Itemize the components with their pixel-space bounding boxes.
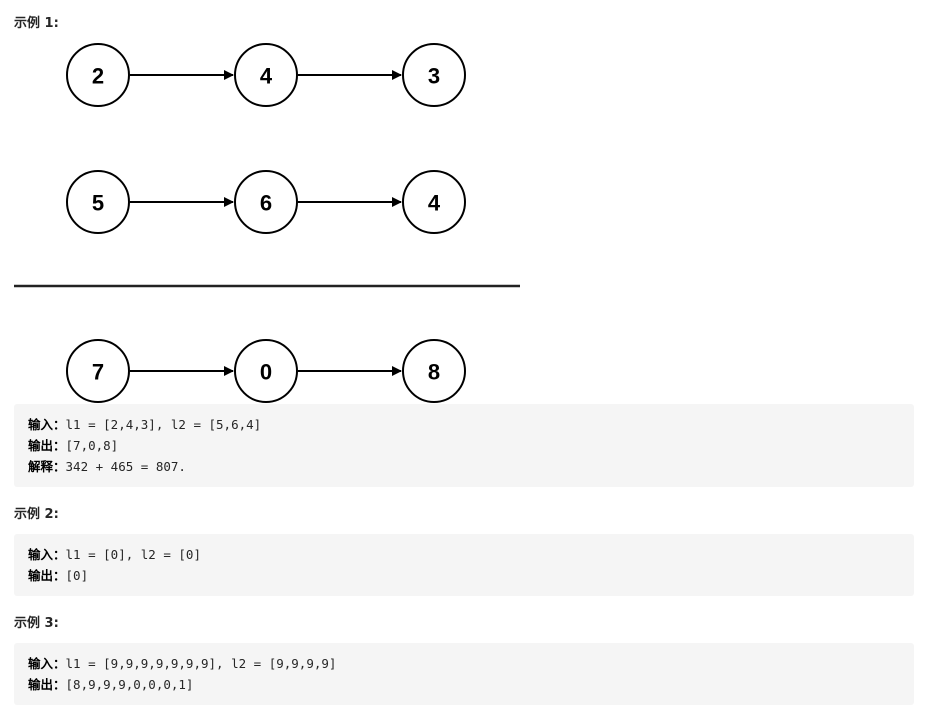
input-value: l1 = [2,4,3], l2 = [5,6,4]	[65, 417, 262, 432]
output-label: 输出：	[28, 677, 66, 692]
example-2-heading: 示例 2:	[14, 507, 59, 522]
input-line: 输入：l1 = [9,9,9,9,9,9,9], l2 = [9,9,9,9]	[28, 653, 900, 674]
list-node	[402, 170, 466, 234]
output-value: [7,0,8]	[65, 438, 119, 453]
input-label: 输入：	[28, 656, 66, 671]
node-value: 7	[92, 360, 104, 385]
list-node	[402, 43, 466, 107]
list-node	[66, 43, 130, 107]
list2-row: 5 6 4	[66, 170, 466, 234]
node-value: 3	[428, 64, 440, 89]
list-node	[234, 43, 298, 107]
output-label: 输出：	[28, 438, 66, 453]
input-value: l1 = [9,9,9,9,9,9,9], l2 = [9,9,9,9]	[65, 656, 337, 671]
node-value: 5	[92, 191, 104, 216]
input-label: 输入：	[28, 547, 66, 562]
result-row: 7 0 8	[66, 339, 466, 403]
output-value: [8,9,9,9,0,0,0,1]	[65, 677, 194, 692]
output-line: 输出：[7,0,8]	[28, 435, 900, 456]
node-value: 2	[92, 64, 104, 89]
input-line: 输入：l1 = [2,4,3], l2 = [5,6,4]	[28, 414, 900, 435]
example-1-code-block: 输入：l1 = [2,4,3], l2 = [5,6,4] 输出：[7,0,8]…	[14, 404, 914, 487]
list-node	[402, 339, 466, 403]
list1-row: 2 4 3	[66, 43, 466, 107]
example-2-code-block: 输入：l1 = [0], l2 = [0] 输出：[0]	[14, 534, 914, 596]
node-value: 8	[428, 360, 440, 385]
input-value: l1 = [0], l2 = [0]	[65, 547, 201, 562]
input-line: 输入：l1 = [0], l2 = [0]	[28, 544, 900, 565]
output-line: 输出：[0]	[28, 565, 900, 586]
node-value: 6	[260, 191, 272, 216]
list-node	[234, 339, 298, 403]
linked-list-diagram: 2 4 3 5 6 4 7 0 8	[14, 43, 520, 403]
list-node	[66, 339, 130, 403]
node-value: 4	[260, 64, 273, 89]
example-3-heading: 示例 3:	[14, 616, 59, 631]
output-value: [0]	[65, 568, 89, 583]
explanation-value: 342 + 465 = 807.	[65, 459, 186, 474]
node-value: 4	[428, 191, 441, 216]
explanation-line: 解释：342 + 465 = 807.	[28, 456, 900, 477]
output-label: 输出：	[28, 568, 66, 583]
list-node	[66, 170, 130, 234]
list-node	[234, 170, 298, 234]
example-3-code-block: 输入：l1 = [9,9,9,9,9,9,9], l2 = [9,9,9,9] …	[14, 643, 914, 705]
output-line: 输出：[8,9,9,9,0,0,0,1]	[28, 674, 900, 695]
example-1-heading: 示例 1:	[14, 16, 59, 31]
input-label: 输入：	[28, 417, 66, 432]
node-value: 0	[260, 360, 272, 385]
explanation-label: 解释：	[28, 459, 66, 474]
